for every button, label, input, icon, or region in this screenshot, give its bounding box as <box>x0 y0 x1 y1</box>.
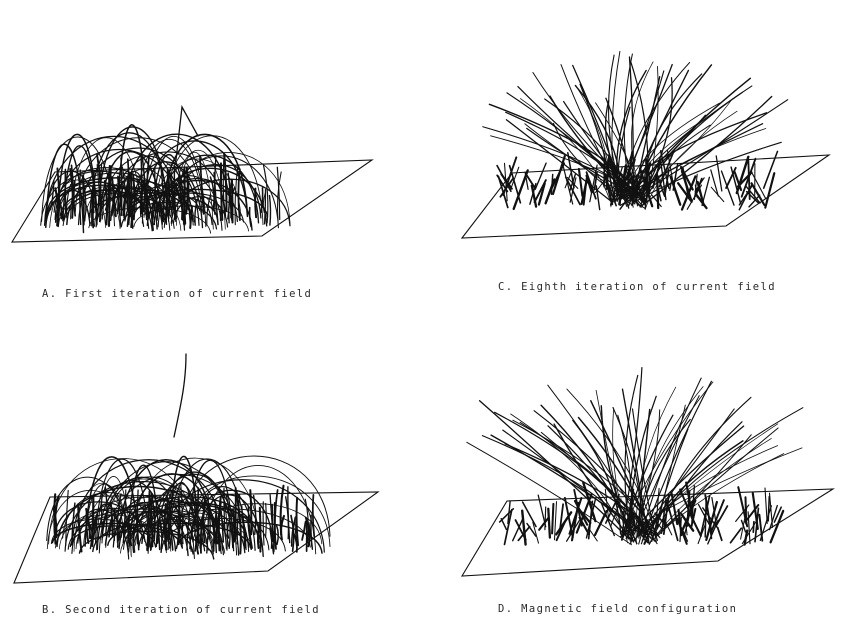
caption-panel-b: B. Second iteration of current field <box>42 604 320 616</box>
field-hatch <box>92 496 94 545</box>
field-hatch <box>545 507 546 530</box>
field-hatch <box>649 176 650 192</box>
field-hatch <box>633 175 634 187</box>
field-hatch <box>764 151 778 188</box>
field-hatch <box>522 511 525 545</box>
field-hatch <box>255 189 256 218</box>
field-hatch <box>65 169 66 212</box>
field-hatch <box>548 509 550 538</box>
field-hatch <box>250 208 252 227</box>
field-hatch <box>553 156 565 194</box>
field-hatch <box>753 522 754 533</box>
panel-d-magnetic-field-plot <box>462 368 833 576</box>
field-hatch <box>198 488 199 542</box>
field-hatch <box>297 498 298 545</box>
caption-panel-c: C. Eighth iteration of current field <box>498 281 776 293</box>
field-line <box>640 92 742 207</box>
field-hatch <box>670 180 672 190</box>
field-hatch <box>552 504 553 534</box>
field-hatch <box>233 509 234 541</box>
field-hatch <box>158 524 159 543</box>
field-hatch <box>250 490 251 534</box>
caption-panel-a: A. First iteration of current field <box>42 288 312 300</box>
field-hatch <box>711 170 719 196</box>
field-hatch <box>718 528 722 541</box>
field-hatch <box>595 511 607 535</box>
field-hatch <box>131 173 132 227</box>
panel-a-first-iteration-plot <box>12 107 372 242</box>
panel-c-eighth-iteration-plot <box>462 51 829 238</box>
panel-b-second-iteration-plot <box>14 354 378 583</box>
field-hatch <box>195 199 198 225</box>
field-hatch <box>266 504 267 538</box>
caption-panel-d: D. Magnetic field configuration <box>498 603 737 615</box>
field-hatch <box>232 180 233 223</box>
field-hatch <box>657 176 658 208</box>
field-hatch <box>105 181 107 224</box>
field-spike <box>174 354 186 437</box>
field-hatch <box>270 196 271 226</box>
field-hatch <box>551 175 552 195</box>
field-hatch <box>731 528 742 542</box>
field-hatch <box>260 508 261 552</box>
field-hatch <box>579 169 583 196</box>
field-hatch <box>691 517 701 536</box>
